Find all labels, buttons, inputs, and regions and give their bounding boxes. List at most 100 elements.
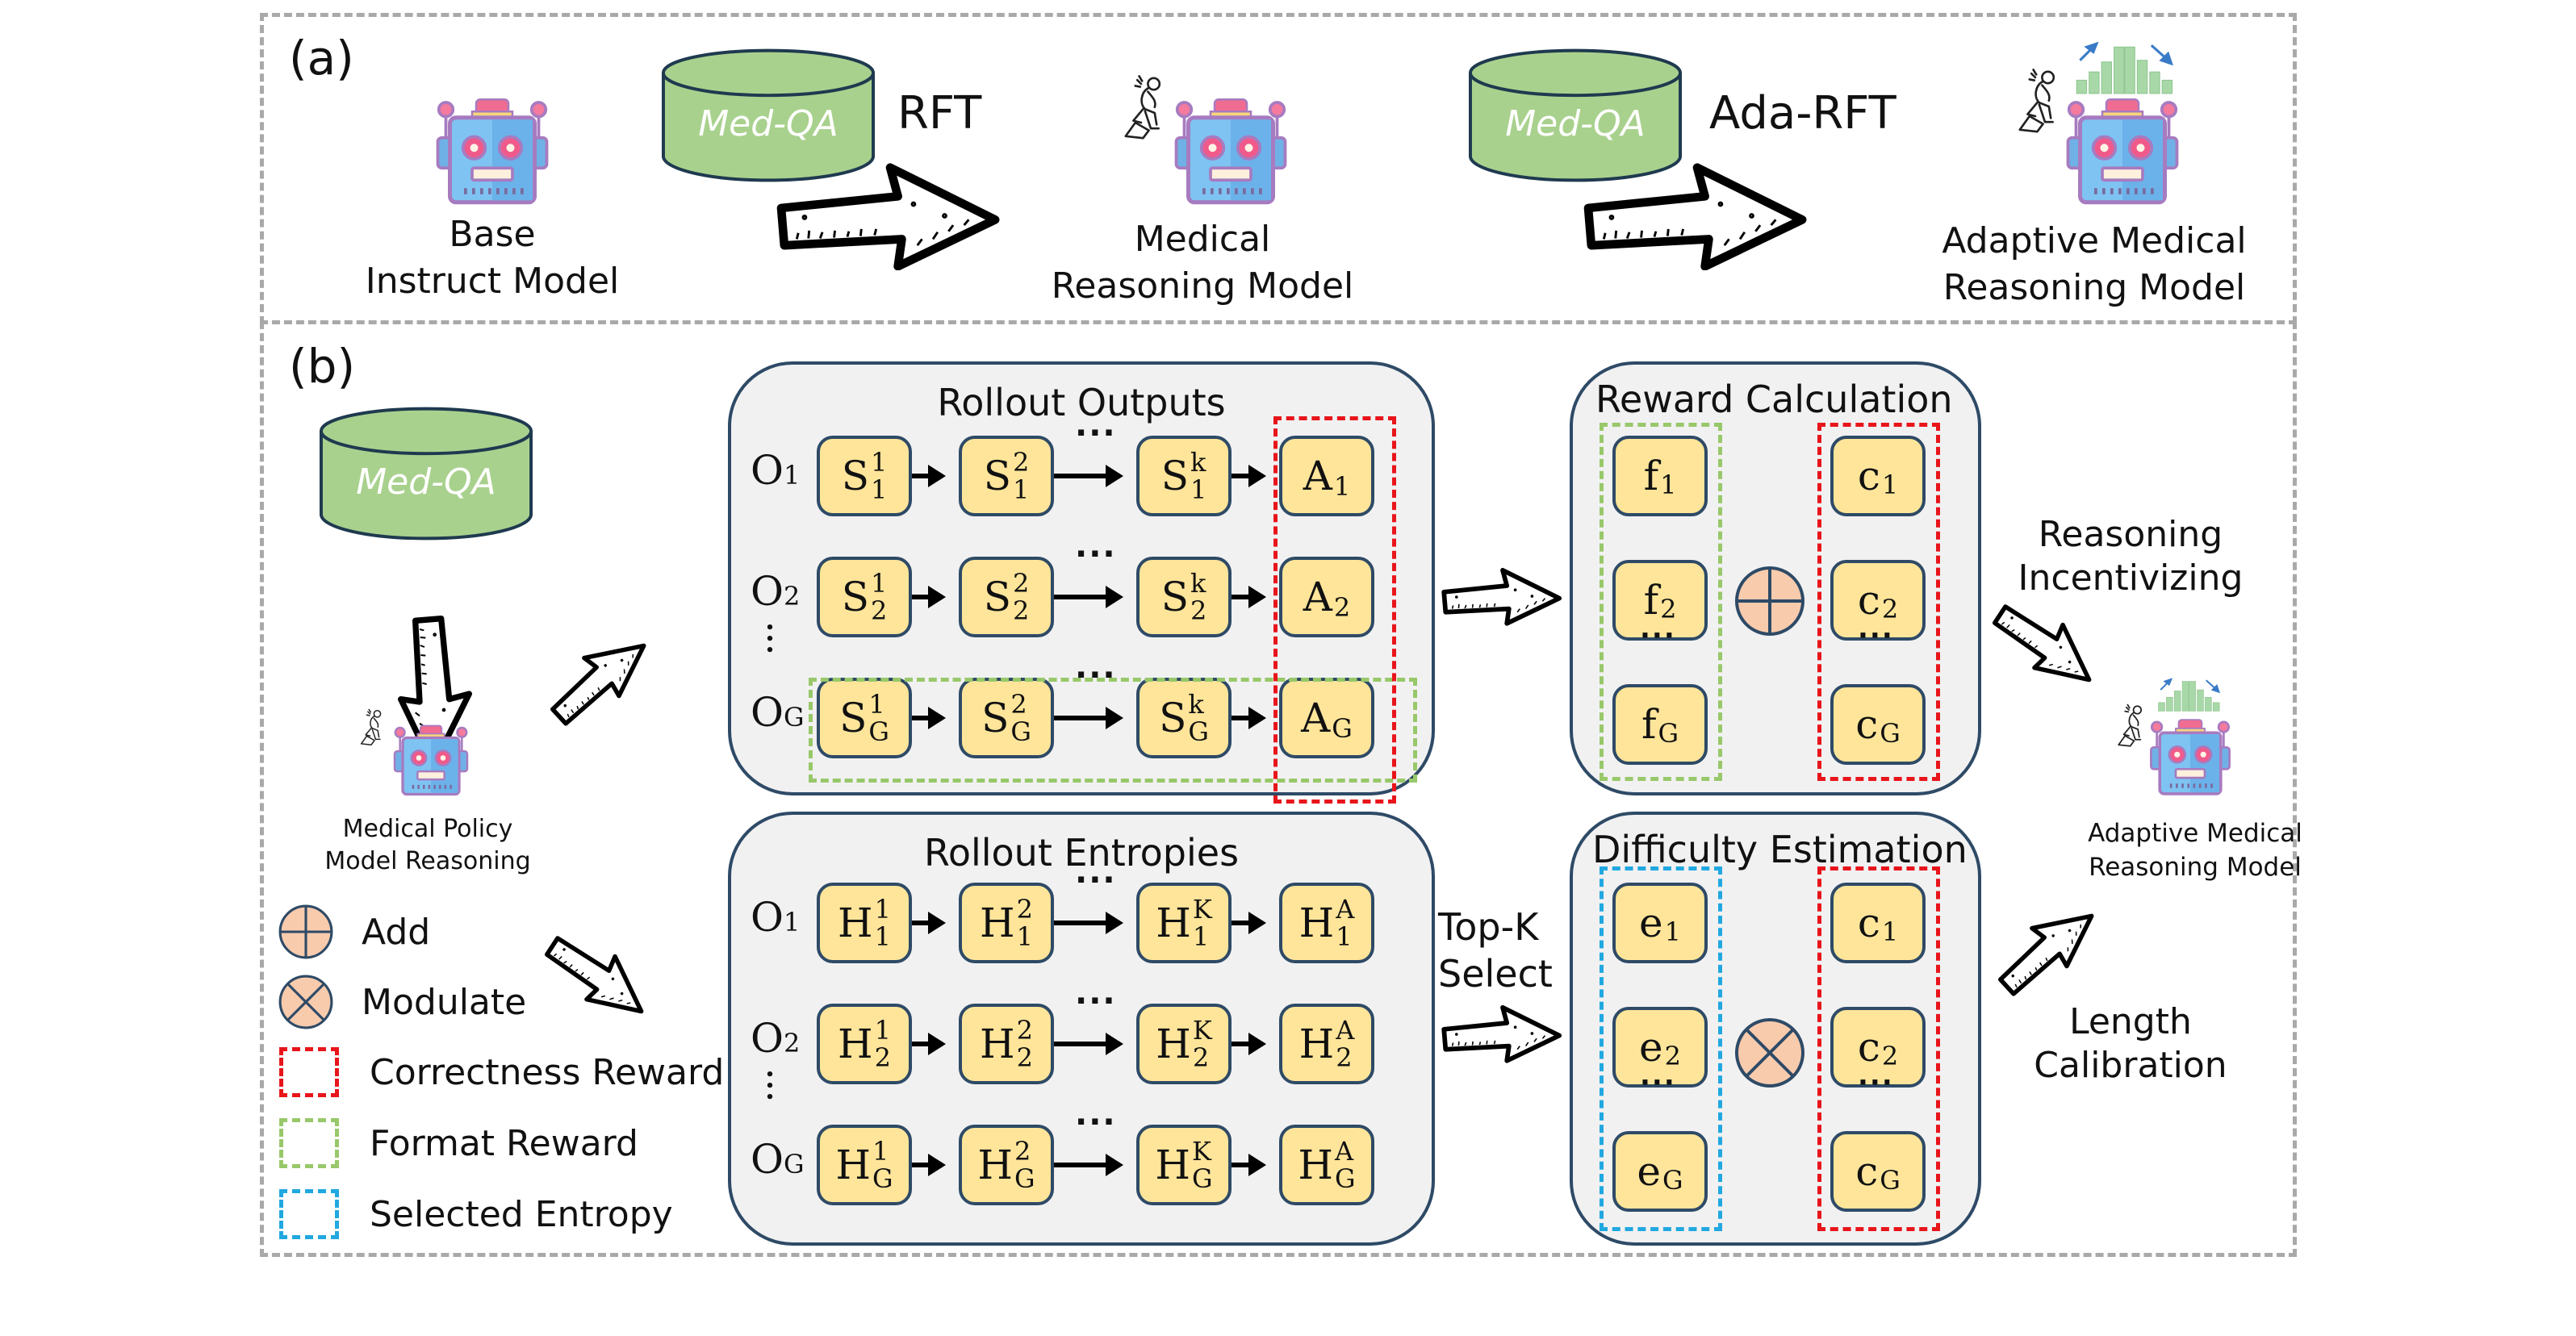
- thinker-icon: [358, 708, 387, 747]
- rft-label: RFT: [897, 87, 982, 140]
- cell-subscript: G: [1880, 1165, 1901, 1196]
- cell-symbol: H: [1298, 1142, 1334, 1188]
- legend-entropy: Selected Entropy: [279, 1189, 673, 1239]
- output-ellipsis: ···: [1075, 415, 1117, 452]
- med-qa-database-2-label: Med-QA: [1505, 103, 1646, 144]
- top-k-select-label: Top-K Select: [1438, 904, 1553, 997]
- cell-symbol: c: [1857, 577, 1880, 624]
- thinker-icon: [2116, 703, 2148, 749]
- cell-symbol: e: [1639, 900, 1663, 946]
- output-row-label: O2: [751, 568, 800, 615]
- panel-b-label: (b): [289, 339, 356, 394]
- cell-subscript: 2: [1333, 592, 1351, 623]
- row-label-sub: G: [784, 1149, 805, 1179]
- legend-entropy-label: Selected Entropy: [370, 1193, 673, 1235]
- cell-subscript: G: [1192, 1163, 1213, 1194]
- cell-subscript: 2: [1016, 1042, 1033, 1073]
- cell-superscript: k: [1188, 689, 1204, 720]
- entropy-flow-arrow: [1232, 912, 1266, 934]
- cell-subscript: G: [1880, 718, 1901, 749]
- cell-superscript: 1: [870, 447, 888, 478]
- medical-model-caption-line2: Reasoning Model: [1051, 265, 1354, 307]
- correctness-reward-column-highlight: [1817, 423, 1940, 781]
- rollout-outputs-title: Rollout Outputs: [937, 381, 1226, 424]
- cell-superscript: A: [1335, 1136, 1354, 1167]
- entropy-flow-arrow: [912, 912, 946, 934]
- legend-correctness-label: Correctness Reward: [370, 1051, 725, 1093]
- output-vertical-dots: •••: [765, 620, 775, 659]
- cell-superscript: k: [1190, 568, 1206, 599]
- entropy-ellipsis: ···: [1075, 1104, 1117, 1141]
- correctness-reward-highlight: [1273, 416, 1396, 804]
- cell-superscript: 1: [870, 568, 888, 599]
- output-flow-arrow: [1232, 586, 1266, 608]
- cell-subscript: 1: [874, 921, 891, 952]
- rollout-entropies-title: Rollout Entropies: [923, 831, 1240, 875]
- output-flow-arrow: [912, 586, 946, 608]
- cell-superscript: 2: [1012, 447, 1030, 478]
- cell-subscript: 2: [874, 1042, 891, 1073]
- cell-symbol: c: [1857, 900, 1880, 946]
- format-reward-highlight: [809, 678, 1417, 783]
- output-flow-arrow: [912, 465, 946, 487]
- output-flow-arrow: [912, 707, 946, 729]
- cell-superscript: K: [1192, 1136, 1211, 1167]
- cell-superscript: 1: [872, 1136, 889, 1167]
- final-adaptive-robot-icon: [2147, 716, 2234, 797]
- medical-model-robot-icon: [1170, 95, 1291, 207]
- entropy-ellipsis: ···: [1075, 862, 1117, 899]
- cell-superscript: 2: [1016, 894, 1033, 925]
- cell-superscript: 2: [1010, 689, 1027, 720]
- cell-subscript: 1: [1881, 470, 1899, 500]
- thinker-icon: [1122, 74, 1170, 142]
- row-label-sub: 2: [784, 1028, 801, 1058]
- panel-b-frame: [260, 321, 2297, 1257]
- policy-model-caption: Medical Policy Model Reasoning: [307, 813, 549, 878]
- cell-subscript: 2: [1190, 595, 1207, 626]
- cell-subscript: G: [1332, 713, 1353, 744]
- row-label-base: O: [751, 689, 784, 736]
- cell-subscript: 1: [1660, 470, 1677, 500]
- adaptive-model-caption-line1: Adaptive Medical: [1942, 220, 2247, 261]
- rft-arrow-icon: [773, 161, 1007, 270]
- cell-symbol: c: [1855, 1148, 1879, 1195]
- cell-symbol: S: [839, 695, 868, 741]
- cell-symbol: H: [838, 900, 873, 946]
- histogram-icon: [2066, 39, 2187, 97]
- cell-superscript: 1: [868, 689, 885, 720]
- reasoning-incentivizing-line1: Reasoning: [2038, 514, 2223, 555]
- cell-superscript: 1: [874, 1015, 891, 1046]
- entropy-ellipsis: ···: [1075, 983, 1117, 1020]
- cell-subscript: 1: [870, 474, 888, 505]
- cell-superscript: 2: [1012, 568, 1030, 599]
- cell-symbol: f: [1641, 701, 1657, 748]
- row-label-base: O: [751, 1015, 784, 1062]
- output-row-label: OG: [751, 689, 805, 736]
- cell-symbol: H: [977, 1142, 1014, 1188]
- cell-superscript: 1: [874, 894, 891, 925]
- med-qa-database-b: Med-QA: [318, 405, 534, 542]
- cell-subscript: 2: [1192, 1042, 1210, 1073]
- cell-symbol: S: [981, 695, 1010, 741]
